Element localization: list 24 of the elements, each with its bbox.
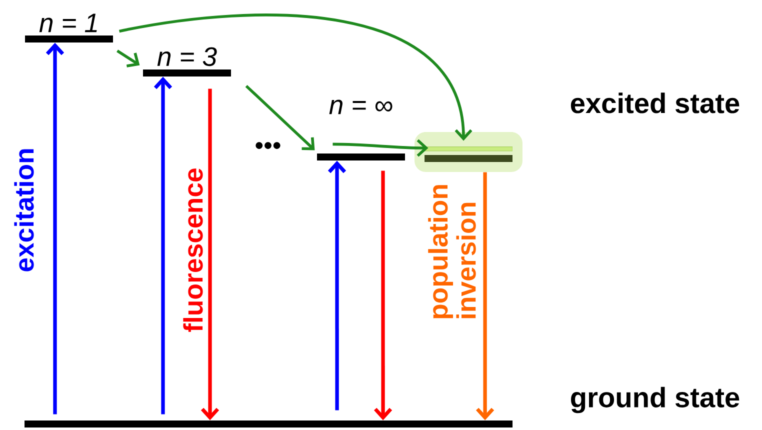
rotated-label: excitation — [14, 149, 34, 272]
glowing-level — [414, 132, 522, 172]
arrow — [119, 14, 472, 141]
energy-level: n = ∞ — [317, 100, 405, 160]
energy-level: n = 3 — [143, 47, 231, 76]
ellipsis-dots: ••• — [256, 142, 280, 149]
arrow — [116, 50, 140, 68]
state-label: ground state — [571, 386, 740, 414]
node-label: n = ∞ — [329, 100, 392, 114]
node-label: n = 3 — [157, 47, 217, 66]
arrow — [332, 139, 428, 157]
energy-level: n = 1 — [25, 14, 113, 42]
arrow — [200, 88, 220, 420]
rotated-label: fluorescence — [183, 168, 203, 332]
state-label: excited state — [570, 92, 740, 114]
arrow — [46, 42, 64, 414]
arrow — [154, 76, 172, 414]
node-label: n = 1 — [39, 14, 97, 32]
arrow — [328, 160, 346, 410]
arrow — [245, 84, 315, 150]
rotated-label: population inversion — [428, 185, 476, 318]
arrow — [476, 172, 494, 420]
arrow — [374, 170, 392, 420]
ground-level — [24, 420, 513, 428]
